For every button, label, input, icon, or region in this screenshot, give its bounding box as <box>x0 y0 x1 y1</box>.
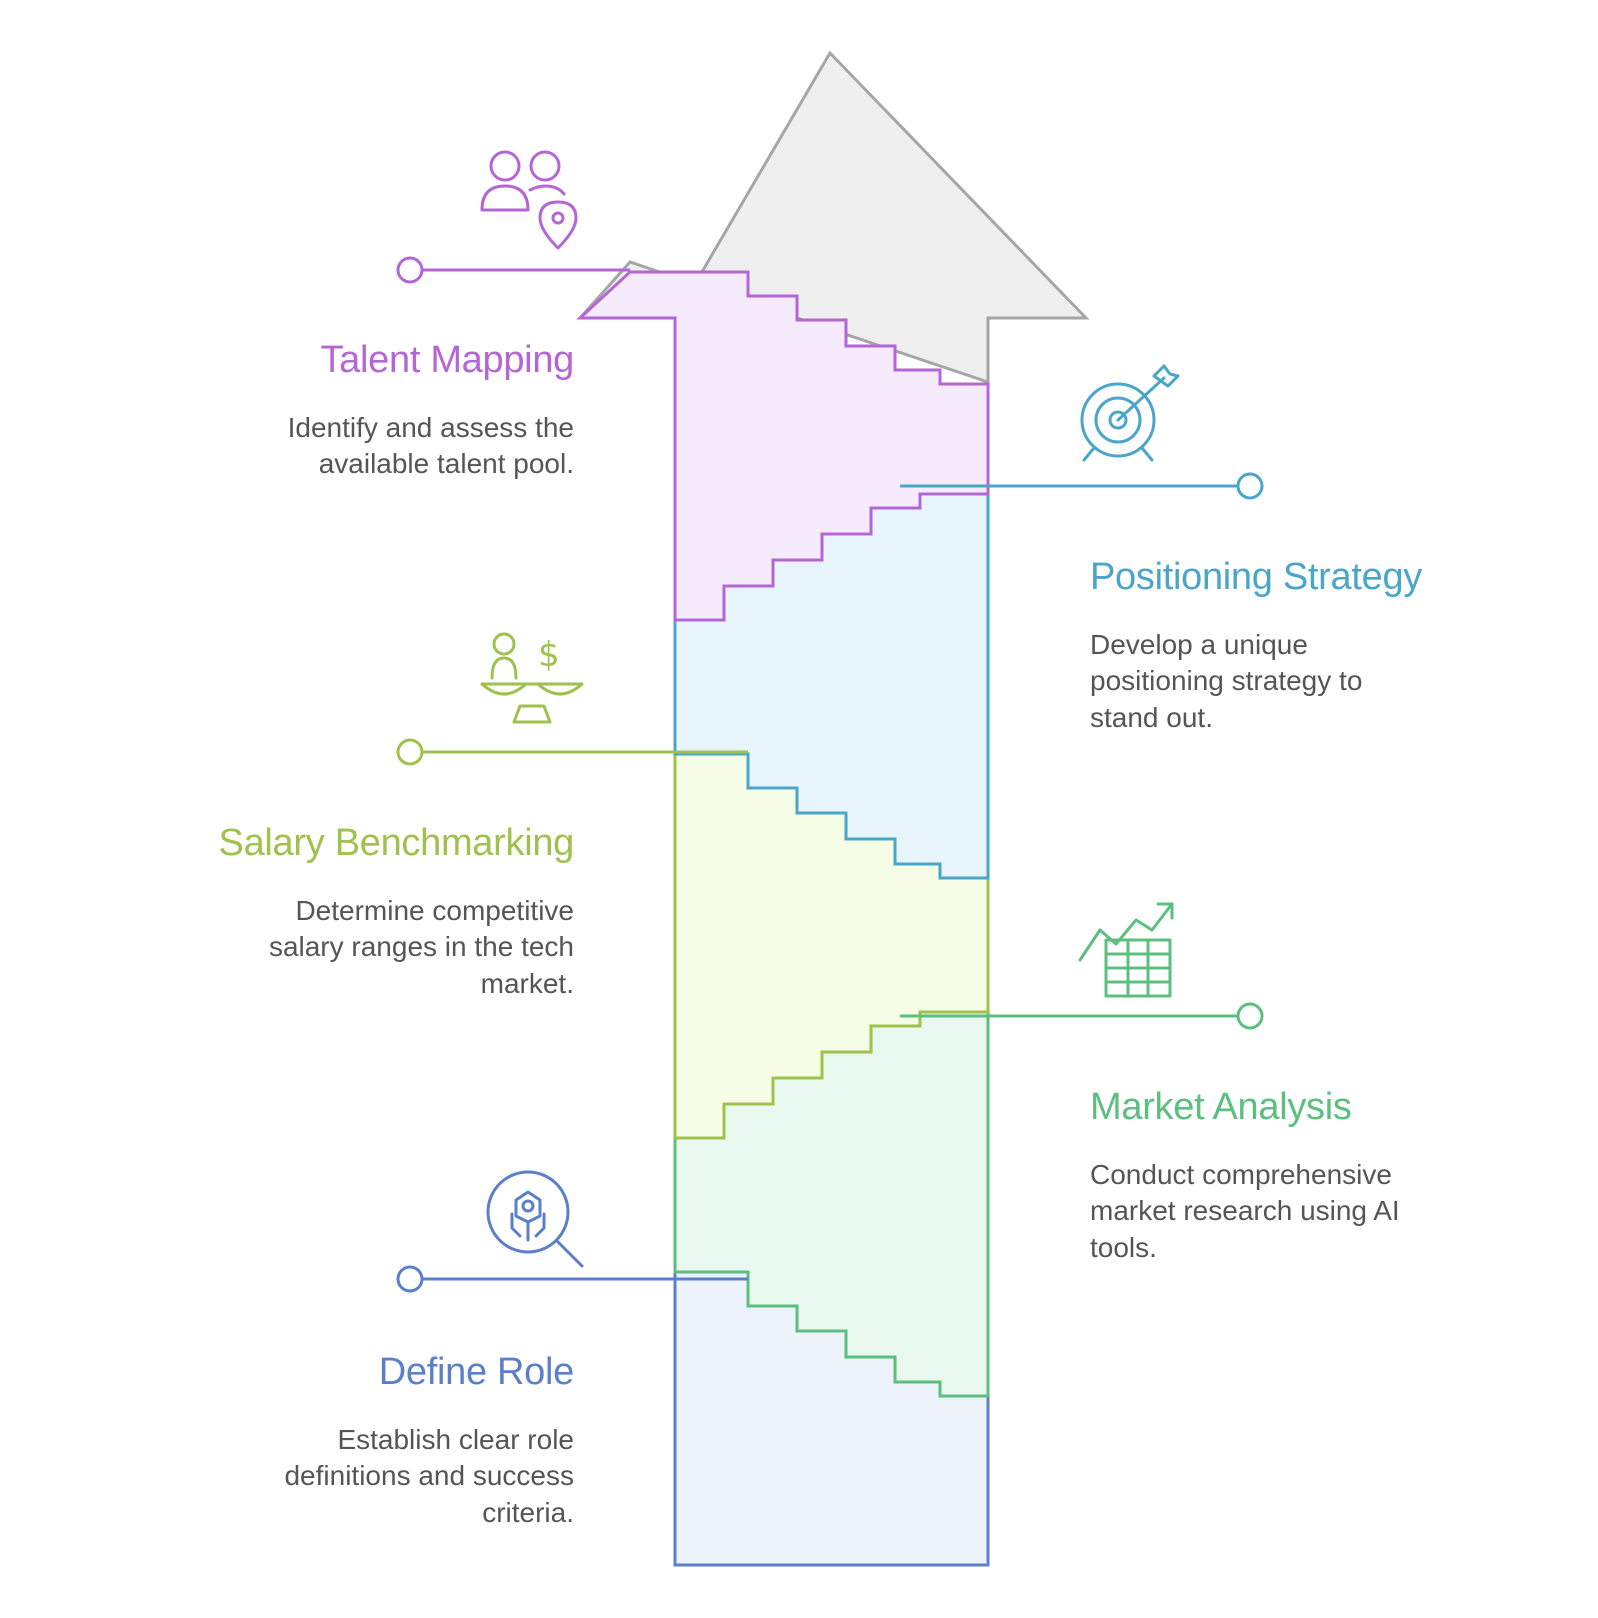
connector-dot-market-analysis <box>1236 1002 1264 1030</box>
connector-dot-define-role <box>396 1265 424 1293</box>
step-title: Define Role <box>378 1351 575 1393</box>
step-title: Salary Benchmarking <box>218 822 575 864</box>
stair-segment-talent-mapping <box>576 270 990 622</box>
step-description: Conduct comprehensive market research us… <box>1090 1158 1400 1263</box>
step-define-role: Define Role Establish clear role definit… <box>174 1351 575 1531</box>
connector-dot-salary-benchmarking <box>396 738 424 766</box>
step-title: Talent Mapping <box>320 339 574 381</box>
chart-table-icon <box>1078 902 1174 998</box>
step-description: Identify and assess the available talent… <box>287 411 574 480</box>
step-description: Establish clear role definitions and suc… <box>284 1423 574 1528</box>
step-title: Positioning Strategy <box>1090 556 1422 598</box>
people-location-icon <box>480 150 578 250</box>
step-talent-mapping: Talent Mapping Identify and assess the a… <box>174 339 575 483</box>
target-arrow-icon <box>1080 364 1180 462</box>
step-positioning-strategy: Positioning Strategy Develop a unique po… <box>1090 556 1490 736</box>
dollar-sign: $ <box>538 635 560 675</box>
step-description: Develop a unique positioning strategy to… <box>1090 628 1363 733</box>
search-gear-icon <box>486 1170 584 1268</box>
step-title: Market Analysis <box>1090 1086 1352 1128</box>
connector-dot-positioning-strategy <box>1236 472 1264 500</box>
step-salary-benchmarking: Salary Benchmarking Determine competitiv… <box>174 822 575 1002</box>
connector-dot-talent-mapping <box>396 256 424 284</box>
step-description: Determine competitive salary ranges in t… <box>268 894 574 999</box>
balance-scale-icon: $ <box>480 632 584 724</box>
step-market-analysis: Market Analysis Conduct comprehensive ma… <box>1090 1086 1490 1266</box>
